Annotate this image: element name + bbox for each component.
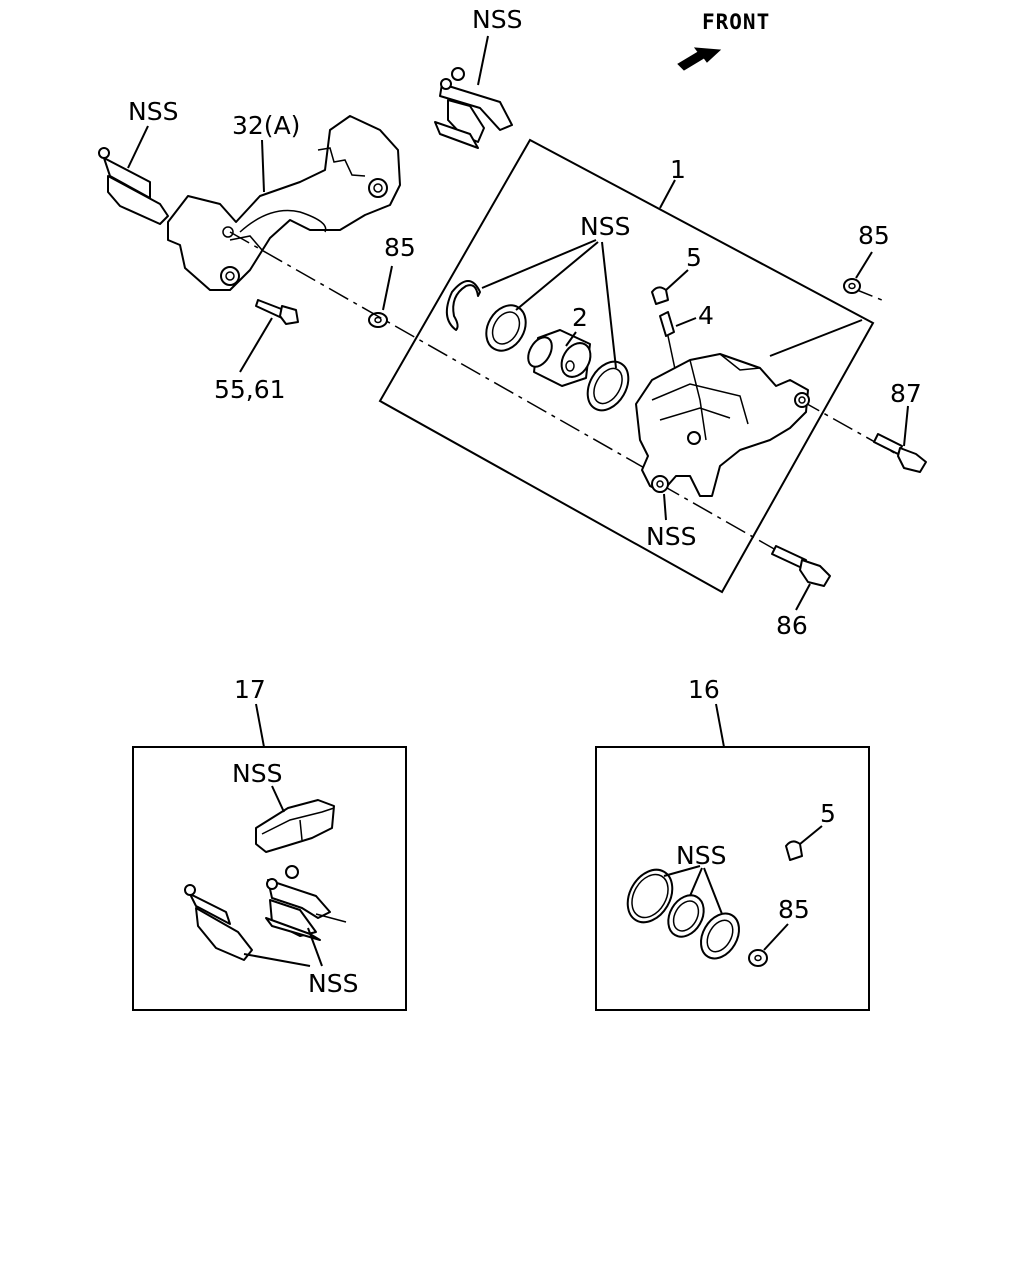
leader-kit-17 bbox=[255, 703, 265, 748]
kit-piston-seal bbox=[667, 894, 705, 938]
leader-kit-5 bbox=[799, 825, 823, 845]
leader-bolt-55-61 bbox=[239, 317, 273, 373]
label-nss-seals: NSS bbox=[580, 212, 630, 241]
caliper-bracket bbox=[167, 115, 401, 291]
washer-85-left bbox=[368, 312, 388, 328]
leader-nss-seals-b bbox=[515, 241, 599, 311]
leader-4 bbox=[675, 317, 697, 327]
leader-assembly bbox=[659, 179, 676, 209]
caliper-body bbox=[635, 353, 810, 497]
leader-87 bbox=[903, 405, 909, 447]
leader-kit-nss-a bbox=[663, 865, 701, 877]
leader-bracket bbox=[261, 139, 265, 193]
label-assembly-1: 1 bbox=[670, 155, 686, 184]
piston-seal bbox=[485, 304, 527, 352]
bleeder-cap bbox=[651, 286, 669, 305]
kit-ring-large bbox=[626, 868, 674, 924]
kit-bleeder-cap bbox=[785, 840, 803, 861]
label-bolt-55-61: 55,61 bbox=[214, 375, 286, 404]
front-arrow-icon bbox=[677, 47, 722, 71]
leader-nss-top-clip bbox=[477, 35, 489, 86]
label-87: 87 bbox=[890, 379, 922, 408]
label-5: 5 bbox=[686, 243, 702, 272]
leader-nss-caliper bbox=[663, 493, 667, 521]
label-4: 4 bbox=[698, 301, 714, 330]
leader-kit-nss-c bbox=[703, 867, 723, 915]
dust-boot bbox=[586, 360, 630, 412]
kit-clip-a bbox=[265, 865, 347, 941]
label-nss-top-clip: NSS bbox=[472, 5, 522, 34]
label-nss-caliper: NSS bbox=[646, 522, 696, 551]
leader-kit-85 bbox=[763, 923, 789, 951]
label-nss-pad: NSS bbox=[232, 759, 282, 788]
label-kit-nss-seals: NSS bbox=[676, 841, 726, 870]
brake-pad bbox=[255, 799, 335, 853]
axis-line-lower bbox=[659, 483, 791, 559]
label-kit-85: 85 bbox=[778, 895, 810, 924]
seal-kit-box bbox=[595, 746, 870, 1011]
leader-nss-left-clip bbox=[127, 125, 149, 169]
leader-86 bbox=[795, 583, 811, 611]
leader-piston-2 bbox=[565, 331, 577, 347]
label-86: 86 bbox=[776, 611, 808, 640]
guide-bolt-86 bbox=[771, 545, 831, 587]
leader-caliper-top bbox=[769, 319, 863, 357]
leader-5 bbox=[665, 269, 689, 291]
kit-dust-boot bbox=[700, 912, 740, 960]
front-label: FRONT bbox=[702, 10, 770, 34]
kit-clip-b bbox=[184, 884, 253, 961]
top-pad-clip bbox=[434, 67, 513, 149]
label-bracket-32a: 32(A) bbox=[232, 111, 300, 140]
leader-nss-clips-b bbox=[307, 927, 323, 967]
pad-kit-box bbox=[132, 746, 407, 1011]
piston bbox=[527, 329, 592, 387]
leader-kit-nss-b bbox=[689, 867, 703, 897]
label-nss-left-clip: NSS bbox=[128, 97, 178, 126]
label-nss-clips: NSS bbox=[308, 969, 358, 998]
label-kit-5: 5 bbox=[820, 799, 836, 828]
leader-kit-16 bbox=[715, 703, 725, 748]
axis-line-left bbox=[229, 231, 649, 471]
leader-85-left bbox=[382, 265, 393, 311]
label-kit-16: 16 bbox=[688, 675, 720, 704]
left-pad-clip bbox=[98, 147, 169, 225]
leader-nss-seals-a bbox=[481, 239, 597, 289]
leader-nss-pad bbox=[271, 785, 285, 813]
bracket-bolt bbox=[255, 299, 299, 325]
label-85-left: 85 bbox=[384, 233, 416, 262]
label-piston-2: 2 bbox=[572, 303, 588, 332]
caliper-assembly-box bbox=[378, 138, 875, 594]
leader-nss-seals-c bbox=[601, 241, 617, 369]
leader-nss-clips-a bbox=[243, 953, 311, 967]
washer-85-top-right bbox=[843, 278, 861, 294]
snap-ring bbox=[445, 280, 481, 331]
label-85-top-right: 85 bbox=[858, 221, 890, 250]
kit-washer-85 bbox=[748, 949, 768, 967]
leader-85-top-right bbox=[855, 251, 873, 279]
guide-bolt-87 bbox=[873, 433, 927, 473]
label-kit-17: 17 bbox=[234, 675, 266, 704]
